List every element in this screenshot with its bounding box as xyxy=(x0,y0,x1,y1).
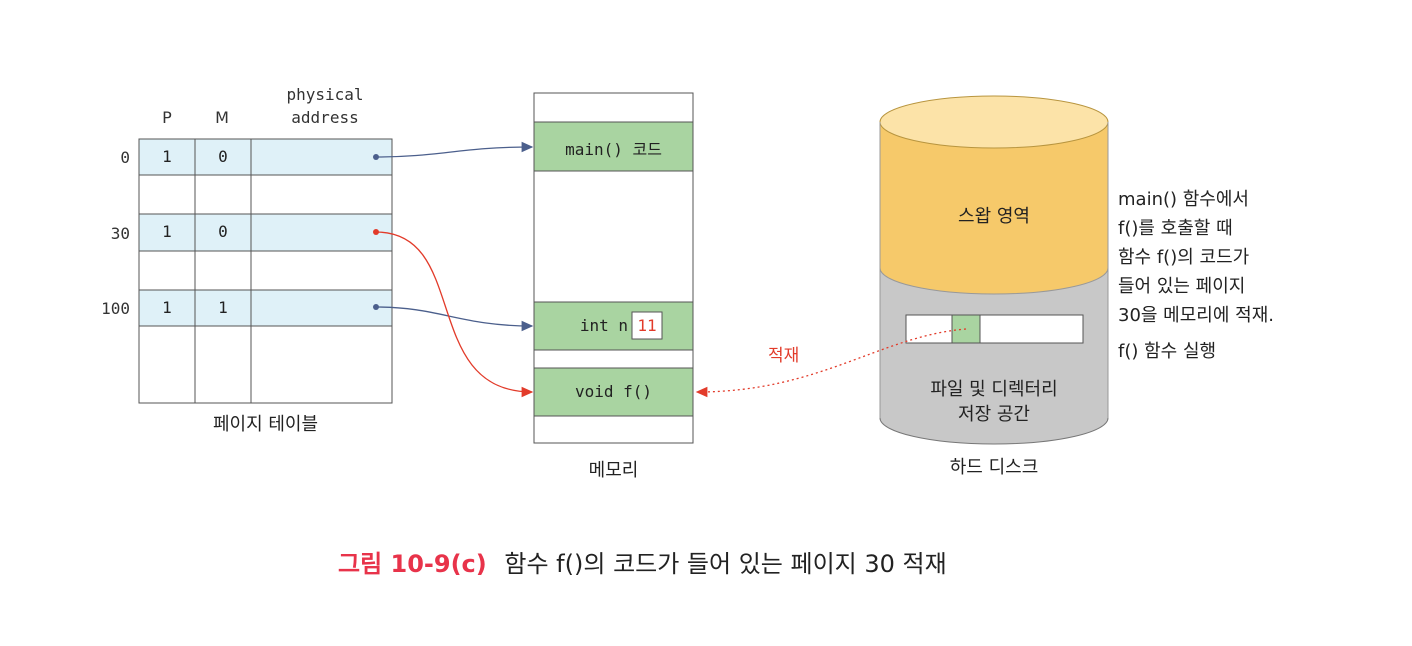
cell-p-30: 1 xyxy=(162,222,172,241)
page-table-title: 페이지 테이블 xyxy=(212,414,319,435)
table-row-0-fill xyxy=(139,139,392,175)
memory-main-label: main() 코드 xyxy=(565,140,662,159)
disk-title: 하드 디스크 xyxy=(949,457,1039,478)
caption-number: 그림 10-9(c) xyxy=(338,550,487,578)
row-label-30: 30 xyxy=(110,224,130,243)
cell-p-100: 1 xyxy=(162,298,172,317)
row-label-0: 0 xyxy=(120,148,130,167)
note-line-4: 들어 있는 페이지 xyxy=(1118,276,1246,297)
arrow-page30-to-void xyxy=(375,231,534,398)
note-line-1: main() 함수에서 xyxy=(1118,189,1249,210)
note-line-3: 함수 f()의 코드가 xyxy=(1118,247,1250,268)
caption-text: 함수 f()의 코드가 들어 있는 페이지 30 적재 xyxy=(504,550,947,578)
memory-void-label: void f() xyxy=(574,382,653,401)
arrow-page100-to-int xyxy=(375,306,534,332)
disk-file-area-line1: 파일 및 디렉터리 xyxy=(930,379,1058,400)
note-line-5: 30을 메모리에 적재. xyxy=(1118,305,1274,326)
load-label: 적재 xyxy=(768,346,800,366)
explanation-note: main() 함수에서 f()를 호출할 때 함수 f()의 코드가 들어 있는… xyxy=(1118,185,1408,366)
memory-title: 메모리 xyxy=(588,460,639,481)
cell-m-30: 0 xyxy=(218,222,228,241)
column-header-physical: physical xyxy=(286,85,364,104)
int-value-box xyxy=(631,311,663,340)
disk-top-ellipse xyxy=(879,95,1109,149)
disk-bottom-section xyxy=(879,267,1109,445)
page-table-grid xyxy=(138,138,393,404)
figure-caption: 그림 10-9(c) 함수 f()의 코드가 들어 있는 페이지 30 적재 xyxy=(338,544,1078,579)
memory-block-void xyxy=(533,367,694,417)
disk-top-section xyxy=(880,122,1108,294)
memory-int-label: int n xyxy=(579,316,628,335)
cell-m-100: 1 xyxy=(218,298,228,317)
table-row-100-fill xyxy=(139,290,392,326)
note-line-2: f()를 호출할 때 xyxy=(1118,218,1233,239)
column-header-address: address xyxy=(291,108,359,127)
arrow-page0-to-main xyxy=(375,141,534,158)
memory-int-value: 11 xyxy=(637,316,657,335)
memory-block-int xyxy=(533,301,694,351)
disk-file-area-line2: 저장 공간 xyxy=(958,404,1030,425)
cell-m-0: 0 xyxy=(218,147,228,166)
column-header-m: M xyxy=(215,108,229,127)
row-label-100: 100 xyxy=(101,299,130,318)
column-header-p: P xyxy=(162,108,172,127)
cell-p-0: 1 xyxy=(162,147,172,166)
memory-block-main xyxy=(533,121,694,172)
note-line-6: f() 함수 실행 xyxy=(1118,341,1217,362)
table-row-30-fill xyxy=(139,214,392,251)
disk-swap-area-label: 스왑 영역 xyxy=(958,206,1030,227)
arrow-disk-to-void xyxy=(695,328,967,398)
disk-page-strip xyxy=(905,314,1084,344)
disk-divider-curve xyxy=(879,267,1109,295)
